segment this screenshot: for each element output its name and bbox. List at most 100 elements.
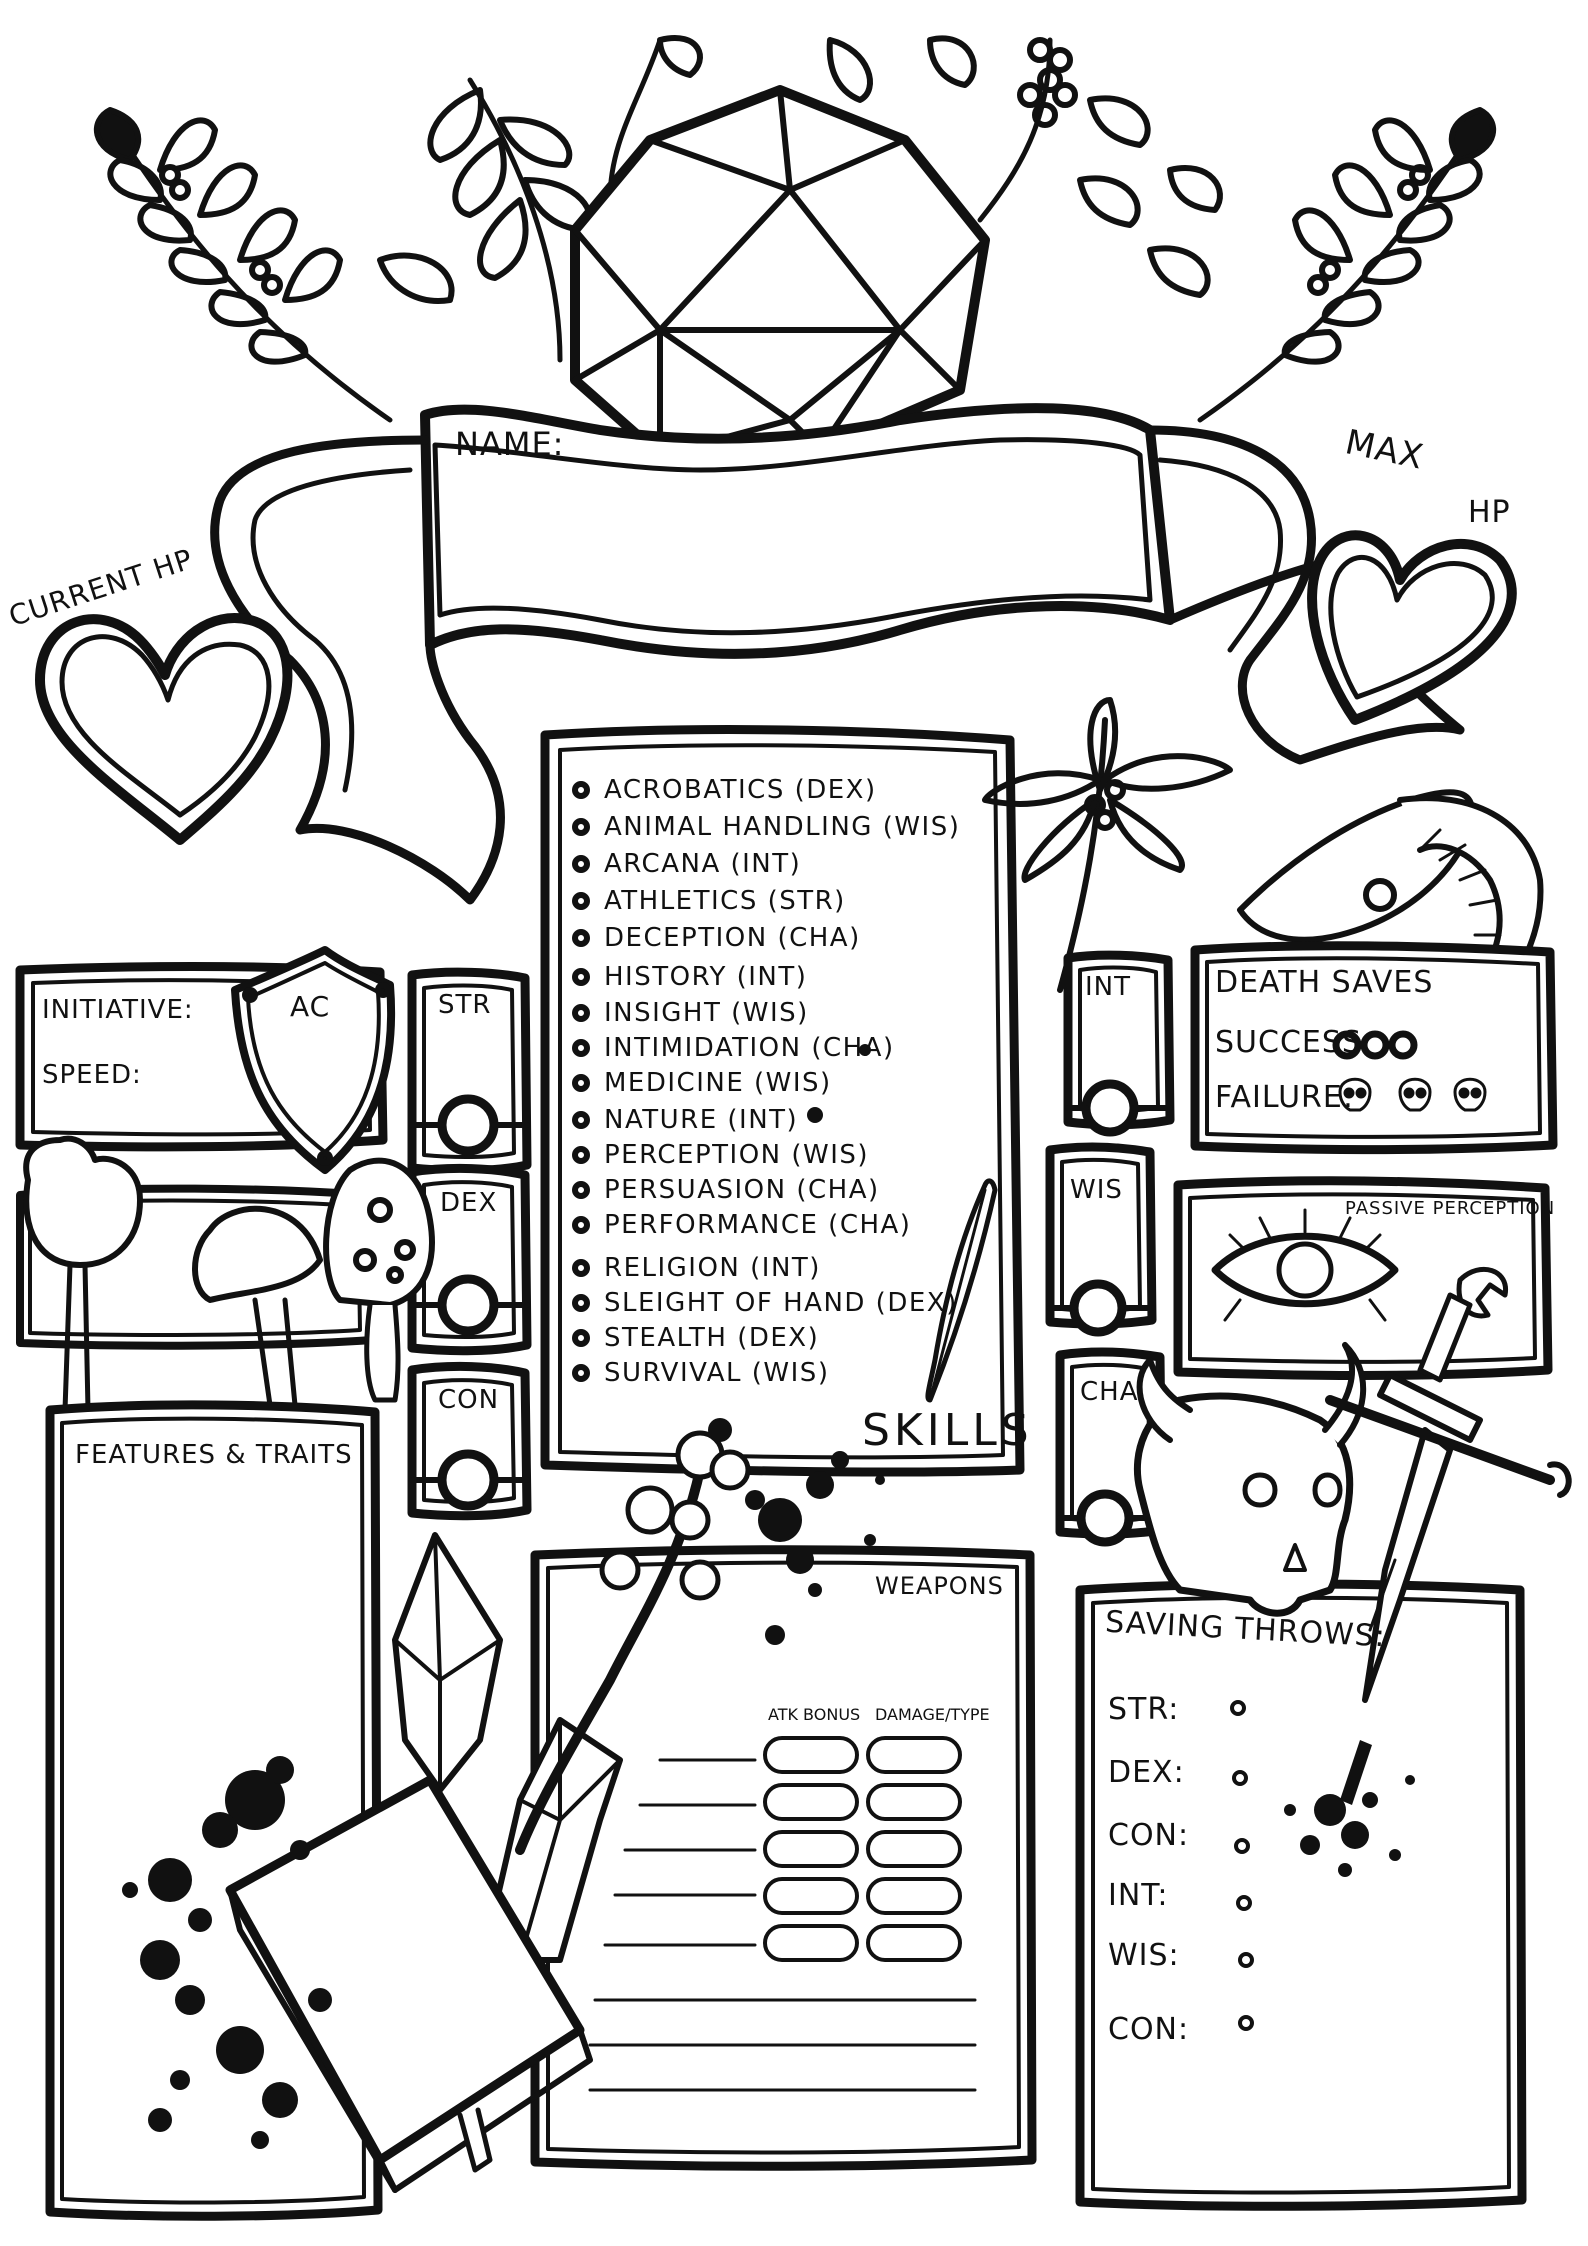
ability-str-score[interactable] [425, 1025, 515, 1095]
skill-performance[interactable]: PERFORMANCE (CHA) [572, 1210, 911, 1240]
feather-illustration [925, 1178, 998, 1403]
proficiency-bubble[interactable] [572, 1216, 590, 1234]
ability-wis-label: WIS [1070, 1175, 1123, 1205]
death-save-failure-2[interactable] [1396, 1075, 1436, 1113]
proficiency-bubble[interactable] [572, 1259, 590, 1277]
features-traits-label: FEATURES & TRAITS [75, 1440, 353, 1470]
ac-label: AC [290, 990, 331, 1023]
weapons-field[interactable] [590, 1735, 1010, 2135]
skill-label: PERFORMANCE (CHA) [604, 1210, 912, 1240]
book-illustration [225, 1775, 593, 2193]
ability-con-score[interactable] [425, 1420, 515, 1460]
skill-perception[interactable]: PERCEPTION (WIS) [572, 1140, 869, 1170]
horned-skull-illustration [1133, 1342, 1367, 1617]
death-save-success-3[interactable] [1390, 1032, 1416, 1058]
proficiency-bubble[interactable] [572, 929, 590, 947]
proficiency-bubble[interactable] [572, 1364, 590, 1382]
skill-deception[interactable]: DECEPTION (CHA) [572, 923, 861, 953]
skill-label: HISTORY (INT) [604, 962, 808, 992]
dagger-illustration [1325, 1266, 1572, 1703]
ability-cha-score[interactable] [1072, 1410, 1152, 1490]
skill-medicine[interactable]: MEDICINE (WIS) [572, 1068, 832, 1098]
save-con[interactable]: CON: [1108, 1818, 1278, 1853]
save-label: INT: [1108, 1878, 1169, 1913]
d20-dice-illustration [570, 85, 990, 460]
skill-intimidation[interactable]: INTIMIDATION (CHA) [572, 1033, 895, 1063]
proficiency-bubble[interactable] [572, 1329, 590, 1347]
skill-label: ATHLETICS (STR) [604, 886, 846, 916]
death-save-success-2[interactable] [1362, 1032, 1388, 1058]
death-save-failure-3[interactable] [1451, 1075, 1491, 1113]
skill-persuasion[interactable]: PERSUASION (CHA) [572, 1175, 880, 1205]
dagger-tip-splat [1340, 1740, 1372, 1805]
save-dex[interactable]: DEX: [1108, 1755, 1278, 1790]
max-hp-field[interactable] [1340, 560, 1510, 700]
save-cha[interactable]: CON: [1108, 2012, 1278, 2047]
proficiency-bubble[interactable] [572, 1181, 590, 1199]
proficiency-bubble[interactable] [572, 1039, 590, 1057]
ability-str-label: STR [438, 990, 492, 1020]
foliage-decoration [93, 35, 1497, 423]
death-saves-failure-label: FAILURE: [1215, 1080, 1354, 1115]
proficiency-bubble[interactable] [572, 781, 590, 799]
save-str-bubble[interactable] [1230, 1700, 1246, 1716]
ability-dex-score[interactable] [425, 1222, 515, 1282]
skill-animal-handling[interactable]: ANIMAL HANDLING (WIS) [572, 812, 960, 842]
save-str[interactable]: STR: [1108, 1692, 1278, 1727]
save-wis[interactable]: WIS: [1108, 1938, 1278, 1973]
save-cha-bubble[interactable] [1238, 2015, 1254, 2031]
skill-label: DECEPTION (CHA) [604, 923, 861, 953]
skill-label: INTIMIDATION (CHA) [604, 1033, 895, 1063]
death-save-failure-1[interactable] [1336, 1075, 1376, 1113]
speed-field[interactable] [140, 1055, 235, 1095]
save-dex-bubble[interactable] [1232, 1770, 1248, 1786]
skill-acrobatics[interactable]: ACROBATICS (DEX) [572, 775, 877, 805]
save-wis-bubble[interactable] [1238, 1952, 1254, 1968]
skill-label: ACROBATICS (DEX) [604, 775, 877, 805]
ac-field[interactable] [260, 1030, 380, 1130]
skill-athletics[interactable]: ATHLETICS (STR) [572, 886, 846, 916]
skill-nature[interactable]: NATURE (INT) [572, 1105, 798, 1135]
atk-bonus-label: ATK BONUS [768, 1705, 861, 1724]
initiative-field[interactable] [195, 990, 235, 1030]
skill-insight[interactable]: INSIGHT (WIS) [572, 998, 809, 1028]
ac-shield [231, 946, 396, 1174]
ink-splatter-decoration [122, 1044, 1415, 2149]
skill-label: PERSUASION (CHA) [604, 1175, 880, 1205]
skill-label: RELIGION (INT) [604, 1253, 821, 1283]
skill-label: SURVIVAL (WIS) [604, 1358, 830, 1388]
save-label: STR: [1108, 1692, 1180, 1727]
name-field[interactable] [560, 470, 1120, 600]
proficiency-bubble[interactable] [572, 1111, 590, 1129]
weapons-label: WEAPONS [875, 1572, 1004, 1600]
initiative-label: INITIATIVE: [42, 995, 194, 1025]
skill-survival[interactable]: SURVIVAL (WIS) [572, 1358, 829, 1388]
features-traits-field[interactable] [70, 1485, 360, 2185]
passive-perception-field[interactable] [1410, 1230, 1520, 1340]
current-hp-field[interactable] [60, 630, 280, 820]
proficiency-bubble[interactable] [572, 1146, 590, 1164]
skill-sleight-of-hand[interactable]: SLEIGHT OF HAND (DEX) [572, 1288, 958, 1318]
skill-arcana[interactable]: ARCANA (INT) [572, 849, 801, 879]
skills-title: SKILLS [862, 1405, 1033, 1456]
proficiency-bubble[interactable] [572, 892, 590, 910]
skill-religion[interactable]: RELIGION (INT) [572, 1253, 821, 1283]
ability-wis-score[interactable] [1062, 1210, 1142, 1280]
death-save-success-1[interactable] [1334, 1032, 1360, 1058]
skill-history[interactable]: HISTORY (INT) [572, 962, 807, 992]
proficiency-bubble[interactable] [572, 1074, 590, 1092]
skill-stealth[interactable]: STEALTH (DEX) [572, 1323, 819, 1353]
weapons-panel [530, 1545, 1037, 2171]
skill-label: INSIGHT (WIS) [604, 998, 809, 1028]
proficiency-bubble[interactable] [572, 1294, 590, 1312]
proficiency-bubble[interactable] [572, 1004, 590, 1022]
save-int-bubble[interactable] [1236, 1895, 1252, 1911]
proficiency-bubble[interactable] [572, 968, 590, 986]
death-saves-success-label: SUCCESS: [1215, 1025, 1374, 1060]
save-con-bubble[interactable] [1234, 1838, 1250, 1854]
proficiency-bubble[interactable] [572, 855, 590, 873]
save-int[interactable]: INT: [1108, 1878, 1278, 1913]
ability-int-score[interactable] [1080, 1005, 1160, 1075]
proficiency-bubble[interactable] [572, 818, 590, 836]
